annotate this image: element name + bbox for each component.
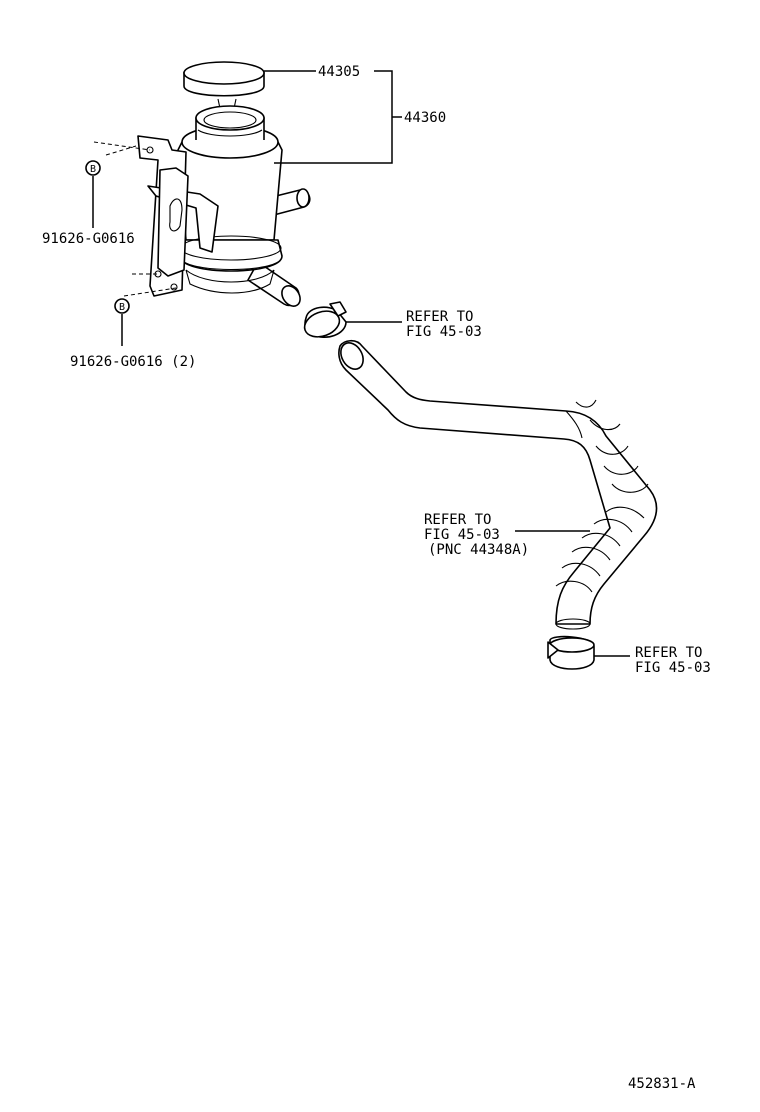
bolt-symbol-upper: B xyxy=(85,160,101,176)
label-bolt-lower: 91626-G0616 (2) xyxy=(70,354,196,370)
label-part-44360: 44360 xyxy=(404,110,446,126)
return-hose xyxy=(338,339,658,630)
hose-ref-line-2: FIG 45-03 xyxy=(424,527,500,543)
clamp-upper-ref-line-1: REFER TO xyxy=(406,309,473,325)
label-hose-ref: REFER TO FIG 45-03 (PNC 44348A) xyxy=(424,512,529,558)
bolt-symbol-lower: B xyxy=(114,298,130,314)
clamp-upper-ref-line-2: FIG 45-03 xyxy=(406,324,482,340)
hose-ref-line-1: REFER TO xyxy=(424,512,491,528)
hose-ref-line-3: (PNC 44348A) xyxy=(428,542,529,558)
figure-id: 452831-A xyxy=(628,1076,696,1092)
bolt-symbol-upper-text: B xyxy=(90,164,96,175)
mounting-bracket xyxy=(93,135,219,297)
hose-clamp-upper xyxy=(303,301,347,338)
reservoir-cap xyxy=(183,61,265,97)
bolt-symbol-lower-text: B xyxy=(119,302,125,313)
label-bolt-upper: 91626-G0616 xyxy=(42,231,135,247)
label-clamp-lower-ref: REFER TO FIG 45-03 xyxy=(635,645,711,676)
label-clamp-upper-ref: REFER TO FIG 45-03 xyxy=(406,309,482,340)
hose-clamp-lower xyxy=(547,635,595,670)
clamp-lower-ref-line-1: REFER TO xyxy=(635,645,702,661)
label-part-44305: 44305 xyxy=(318,64,360,80)
leader-lines xyxy=(92,70,630,657)
clamp-lower-ref-line-2: FIG 45-03 xyxy=(635,660,711,676)
